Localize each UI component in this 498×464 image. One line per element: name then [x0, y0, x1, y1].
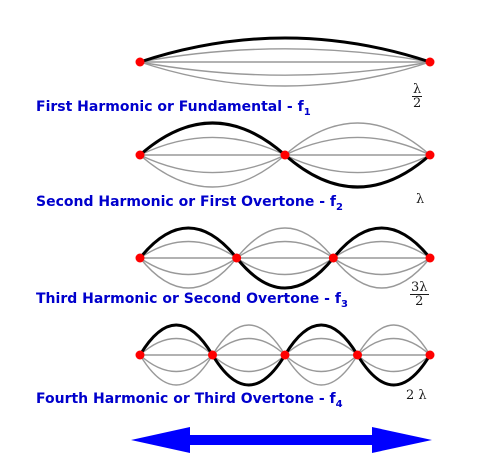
faint-string — [139, 61, 431, 87]
double-headed-arrow — [131, 427, 432, 453]
node-dot — [280, 150, 290, 160]
faint-string — [139, 240, 431, 259]
node-dot — [425, 150, 435, 160]
faint-string — [139, 256, 431, 289]
node-dot — [328, 253, 338, 263]
harmonic-1-wave — [135, 36, 435, 87]
node-dot — [353, 350, 362, 360]
wavelength-second: λ — [416, 192, 425, 207]
faint-string — [139, 48, 431, 63]
node-dot — [425, 57, 435, 67]
label-second-harmonic: Second Harmonic or First Overtone - f2 — [36, 194, 343, 213]
bold-string — [139, 36, 431, 64]
node-dot — [208, 350, 217, 360]
faint-string — [139, 257, 431, 276]
node-dot — [135, 350, 145, 360]
label-third-harmonic: Third Harmonic or Second Overtone - f3 — [36, 291, 348, 310]
faint-string — [139, 61, 431, 76]
wavelength-fourth: 2 λ — [406, 388, 427, 403]
bold-string — [138, 226, 432, 290]
harmonic-3-wave — [135, 226, 435, 290]
node-dot — [135, 57, 145, 67]
faint-string — [139, 227, 431, 260]
harmonic-4-wave — [135, 323, 435, 387]
harmonic-2-wave — [135, 121, 435, 189]
node-dot — [232, 253, 242, 263]
node-dot — [425, 350, 435, 360]
node-dot — [280, 350, 290, 360]
node-dot — [135, 150, 145, 160]
node-dot — [135, 253, 145, 263]
node-dot — [425, 253, 435, 263]
label-fourth-harmonic: Fourth Harmonic or Third Overtone - f4 — [36, 391, 343, 410]
label-first-harmonic: First Harmonic or Fundamental - f1 — [36, 99, 311, 118]
